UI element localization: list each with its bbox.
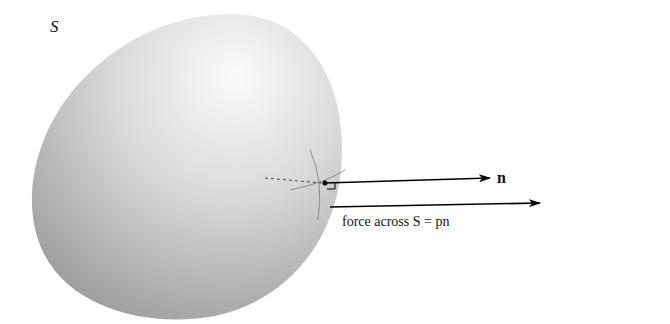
tangent-curve xyxy=(290,170,345,190)
normal-label: n xyxy=(497,169,506,187)
closed-surface xyxy=(32,14,342,320)
normal-arrow xyxy=(325,178,490,183)
normal-extension xyxy=(265,178,322,183)
force-arrow xyxy=(330,203,540,207)
force-label: force across S = pn xyxy=(342,214,449,229)
surface-label: S xyxy=(50,18,59,37)
